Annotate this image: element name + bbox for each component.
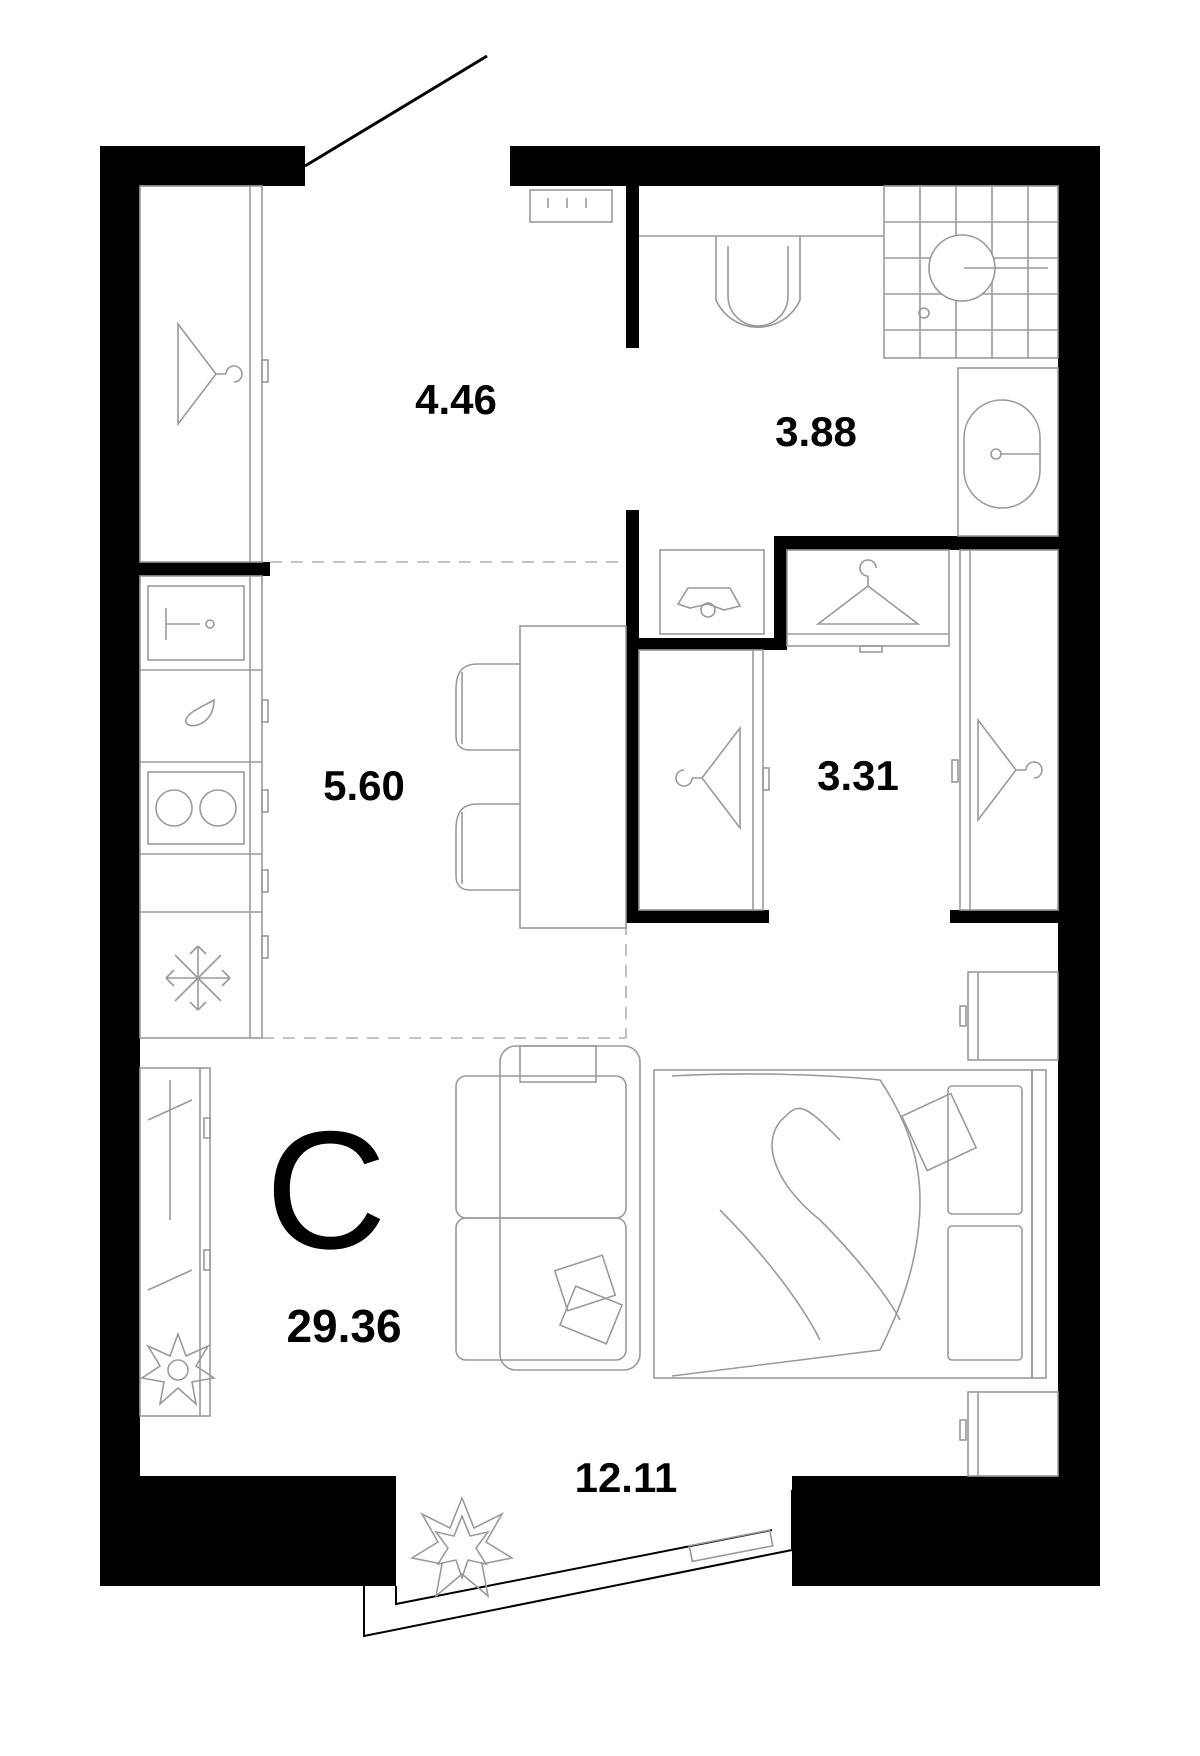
room-area-living-room: 12.11 — [575, 1454, 678, 1501]
shower-tray-icon — [883, 185, 1059, 359]
cooktop-icon — [147, 771, 245, 845]
wall-bottom-left — [100, 1476, 396, 1586]
outer-walls — [100, 146, 1100, 1586]
coat-hooks-icon — [529, 189, 613, 223]
balcony — [363, 1486, 793, 1638]
room-area-kitchen: 5.60 — [323, 762, 405, 809]
bed-icon — [653, 1069, 1047, 1379]
wall-wardrobe-left — [774, 536, 787, 650]
hanger-icon — [815, 559, 921, 625]
chair-icon — [455, 663, 520, 751]
wardrobe-fixtures — [638, 549, 1059, 911]
sofa-icon — [455, 1045, 641, 1371]
plant-icon — [409, 1495, 515, 1599]
dining-table — [455, 625, 627, 929]
sink-icon — [957, 367, 1059, 537]
wall-right — [1058, 146, 1100, 1586]
fridge-snowflake-icon — [165, 945, 231, 1011]
wall-left — [100, 146, 140, 1586]
room-area-hall: 4.46 — [415, 376, 497, 423]
plant-icon — [139, 1331, 217, 1407]
room-area-bathroom: 3.88 — [775, 408, 857, 455]
toilet-icon — [715, 236, 801, 328]
total-area-label: 29.36 — [286, 1300, 401, 1352]
wall-closet-bottom — [639, 910, 769, 923]
wall-wardrobe-bottom — [950, 910, 1058, 923]
wall-bottom-right — [792, 1476, 1100, 1586]
chair-icon — [455, 803, 520, 891]
room-area-wardrobe: 3.31 — [817, 752, 899, 799]
kitchen-counter — [139, 575, 269, 1039]
inner-walls — [140, 186, 1058, 923]
kitchen-sink-icon — [147, 585, 245, 661]
wall-bath-lower — [626, 510, 639, 923]
washing-machine-icon — [659, 549, 765, 635]
hanger-icon — [177, 321, 243, 427]
entrance-door — [304, 54, 488, 168]
wall-wardrobe-top — [774, 536, 1058, 550]
wall-top-right — [510, 146, 1100, 186]
wall-bath-upper — [626, 186, 639, 348]
side-table — [959, 971, 1059, 1061]
bathroom-fixtures — [639, 185, 1059, 537]
dresser — [959, 1391, 1059, 1477]
wall-top-left — [100, 146, 305, 186]
hanger-icon — [675, 725, 741, 831]
apartment-type-label: С — [265, 1096, 386, 1284]
hall-closet — [139, 185, 269, 563]
wall-hall-stub — [140, 562, 270, 576]
hanger-icon — [977, 717, 1043, 823]
oil-drop-icon — [185, 698, 215, 727]
tv-stand — [139, 1067, 211, 1417]
wall-closet-top — [639, 638, 774, 650]
